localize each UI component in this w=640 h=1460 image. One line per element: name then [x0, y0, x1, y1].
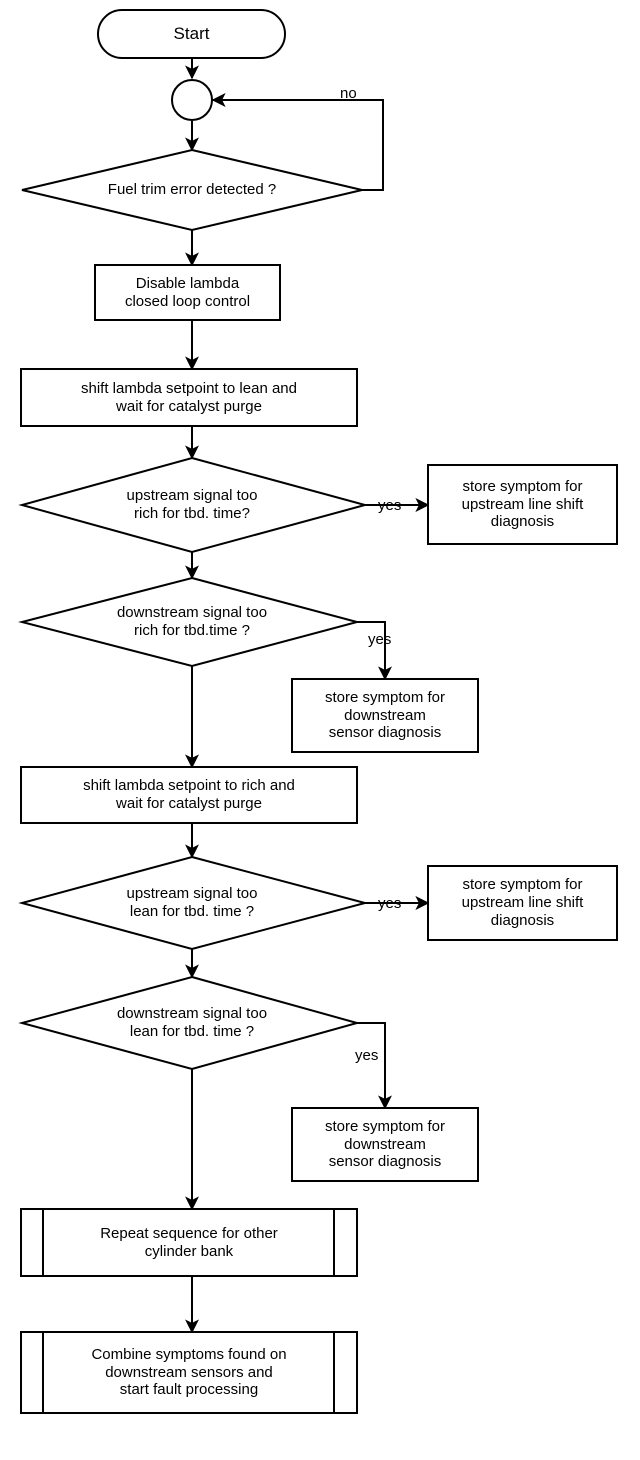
- edge-no-loop: [211, 93, 384, 191]
- process-store-upstream-lean-shape[interactable]: [427, 865, 618, 941]
- start-terminator-shape[interactable]: [97, 9, 286, 59]
- decision-downstream-rich-shape[interactable]: [18, 576, 361, 668]
- process-store-downstream-lean-shape[interactable]: [291, 1107, 479, 1182]
- process-store-upstream-rich-shape[interactable]: [427, 464, 618, 545]
- process-shift-rich-shape[interactable]: [20, 766, 358, 824]
- junction-connector-shape[interactable]: [171, 79, 213, 121]
- decision-upstream-rich-shape[interactable]: [18, 456, 369, 554]
- predefined-process-combine-shape[interactable]: [20, 1331, 358, 1414]
- decision-downstream-lean-shape[interactable]: [18, 975, 361, 1071]
- edge-downstream-lean-yes: [357, 1022, 392, 1110]
- edge-label-yes-upstream-lean: yes: [378, 895, 402, 912]
- edge-label-yes-upstream-rich: yes: [378, 497, 402, 514]
- edge-label-no: no: [340, 85, 357, 102]
- process-store-downstream-rich-shape[interactable]: [291, 678, 479, 753]
- decision-fuel-trim-shape[interactable]: [21, 148, 363, 232]
- decision-upstream-lean-shape[interactable]: [18, 855, 369, 951]
- edge-downstream-rich-yes: [357, 621, 392, 681]
- predefined-process-repeat-shape[interactable]: [20, 1208, 358, 1277]
- process-shift-lean-shape[interactable]: [20, 368, 358, 427]
- edge-label-yes-downstream-rich: yes: [368, 631, 392, 648]
- process-disable-lambda-shape[interactable]: [94, 264, 281, 321]
- edge-label-yes-downstream-lean: yes: [355, 1047, 379, 1064]
